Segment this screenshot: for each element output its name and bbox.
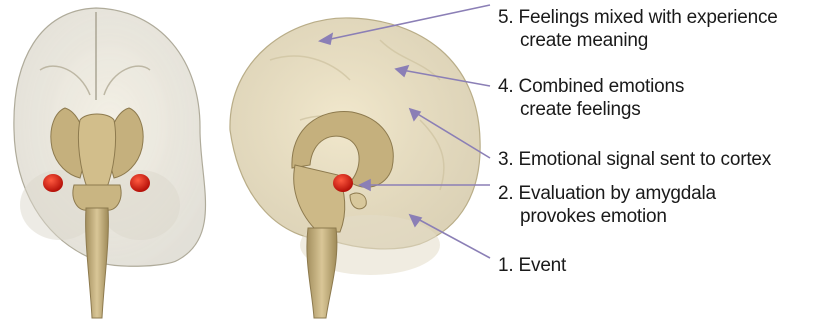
step-2-label: 2. Evaluation by amygdala provokes emoti… xyxy=(498,182,716,228)
right-amygdala xyxy=(130,174,150,192)
step-3-label: 3. Emotional signal sent to cortex xyxy=(498,148,771,171)
step-5-label: 5. Feelings mixed with experience create… xyxy=(498,6,778,52)
step-1-label: 1. Event xyxy=(498,254,566,277)
step-4-label: 4. Combined emotions create feelings xyxy=(498,75,684,121)
side-amygdala xyxy=(333,174,353,192)
left-amygdala xyxy=(43,174,63,192)
